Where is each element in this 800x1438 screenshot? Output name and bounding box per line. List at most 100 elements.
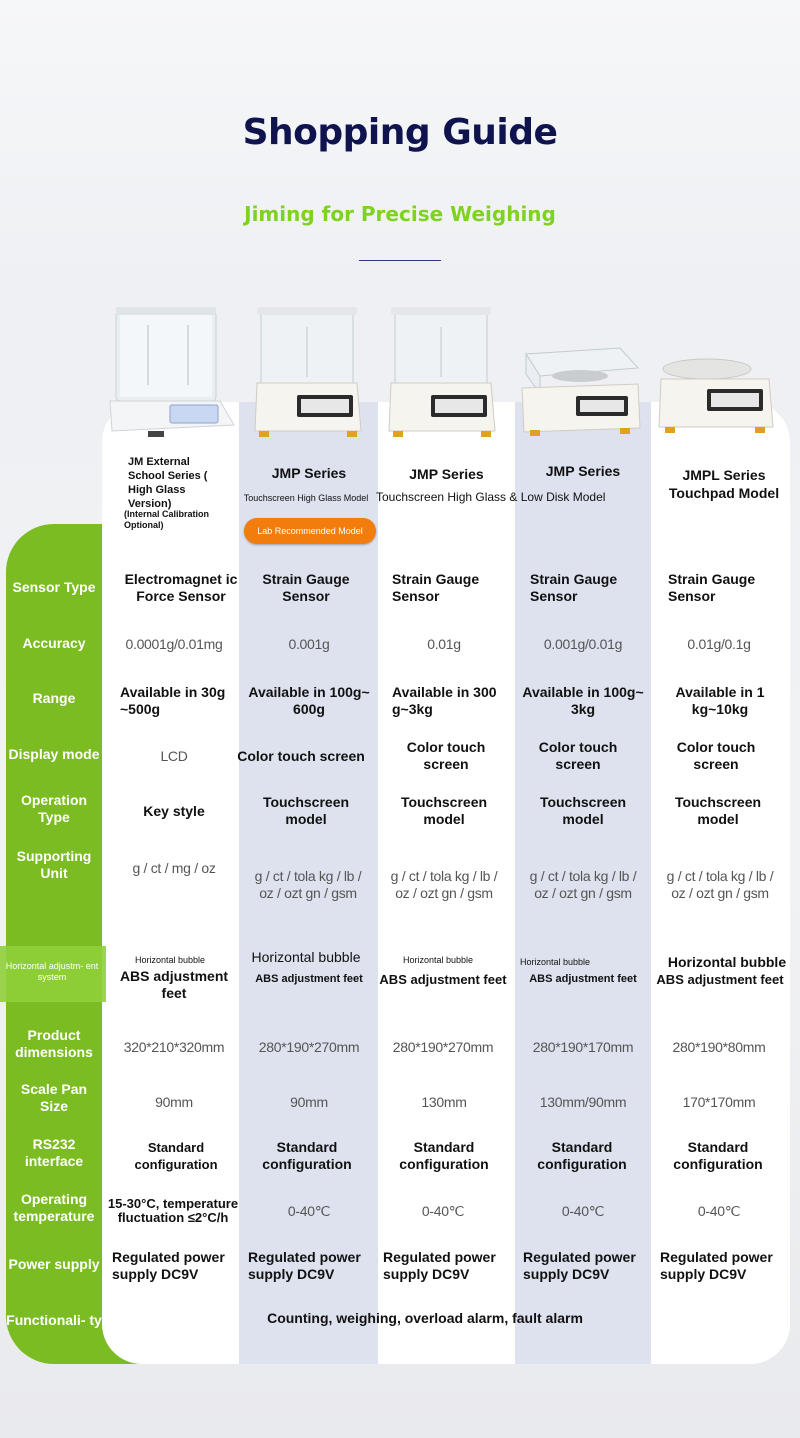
cell-pan-2: 90mm [290,1093,328,1110]
cell-unit-4: g / ct / tola kg / lb / oz / ozt gn / gs… [529,868,637,901]
cell-accuracy-4: 0.001g/0.01g [543,635,623,652]
touchscreen-balance-high-glass-icon [254,307,362,437]
cell-hadj-top-2: Horizontal bubble [251,948,361,965]
cell-temperature-1: 15-30°C, temperature fluctuation ≤2°C/h [107,1196,239,1225]
cell-dimensions-3: 280*190*270mm [392,1038,494,1055]
cell-unit-1: g / ct / mg / oz [132,859,216,876]
horizontal-adjust-label-band [0,946,106,1002]
cell-pan-5: 170*170mm [682,1093,756,1110]
cell-hadj-bottom-3: ABS adjustment feet [379,971,507,987]
product-name-3: JMP Series [409,466,484,482]
page-subtitle: Jiming for Precise Weighing [244,202,556,226]
cell-hadj-bottom-1: ABS adjustment feet [119,968,229,1001]
cell-temperature-5: 0-40℃ [697,1202,741,1219]
cell-temperature-2: 0-40℃ [287,1202,331,1219]
touchscreen-balance-low-glass-icon [521,347,641,436]
cell-rs232-1: Standard configuration [134,1140,218,1172]
cell-range-4: Available in 100g~ 3kg [522,684,644,717]
cell-dimensions-2: 280*190*270mm [258,1038,360,1055]
cell-display-3: Color touch screen [406,739,486,772]
cell-rs232-4: Standard configuration [537,1139,627,1172]
cell-power-5: Regulated power supply DC9V [660,1249,773,1282]
cell-rs232-5: Standard configuration [673,1139,763,1172]
cell-operation-3: Touchscreen model [400,794,488,827]
cell-hadj-bottom-2: ABS adjustment feet [255,972,363,985]
cell-operation-4: Touchscreen model [539,794,627,827]
touchpad-balance-icon [658,358,774,433]
cell-functionality: Counting, weighing, overload alarm, faul… [267,1310,583,1326]
product-note-1: (Internal Calibration Optional) [124,509,210,530]
cell-temperature-4: 0-40℃ [561,1202,605,1219]
cell-hadj-top-3: Horizontal bubble [402,954,474,965]
cell-range-5: Available in 1 kg~10kg [675,684,765,717]
cell-accuracy-3: 0.01g [427,635,461,652]
cell-pan-3: 130mm [421,1093,467,1110]
cell-power-3: Regulated power supply DC9V [383,1249,496,1282]
cell-accuracy-2: 0.001g [288,635,330,652]
row-label-supporting-unit: Supporting Unit [16,848,92,881]
column-shade-4 [515,402,651,1364]
row-label-rs232: RS232 interface [24,1136,84,1169]
touchscreen-balance-high-glass-icon [388,307,496,437]
cell-range-2: Available in 100g~ 600g [248,684,370,717]
cell-hadj-bottom-4: ABS adjustment feet [529,972,637,985]
product-name-4: JMP Series [545,463,621,479]
cell-unit-2: g / ct / tola kg / lb / oz / ozt gn / gs… [254,868,362,901]
cell-dimensions-4: 280*190*170mm [532,1038,634,1055]
cell-pan-1: 90mm [155,1093,193,1110]
cell-dimensions-5: 280*190*80mm [672,1038,766,1055]
cell-hadj-bottom-5: ABS adjustment feet [656,971,784,987]
cell-sensor-4: Strain Gauge Sensor [530,571,618,604]
column-1-face [102,524,239,1364]
product-note-3: Touchscreen High Glass & Low Disk Model [376,490,606,504]
cell-hadj-top-4: Horizontal bubble [520,956,591,967]
row-label-operating-temperature: Operating temperature [13,1191,95,1224]
cell-hadj-top-5: Horizontal bubble [667,953,787,970]
cell-operation-5: Touchscreen model [674,794,762,827]
cell-sensor-3: Strain Gauge Sensor [392,571,480,604]
cell-power-1: Regulated power supply DC9V [112,1249,225,1282]
product-name-5: JMPL Series [682,467,766,483]
row-label-sensor-type: Sensor Type [12,578,96,595]
cell-power-4: Regulated power supply DC9V [523,1249,636,1282]
row-label-range: Range [32,689,76,706]
product-name-1: JM External School Series ( High Glass V… [128,456,208,510]
cell-display-2: Color touch screen [237,747,365,764]
page-title: Shopping Guide [242,112,558,153]
row-label-accuracy: Accuracy [22,634,86,651]
cell-unit-5: g / ct / tola kg / lb / oz / ozt gn / gs… [666,868,774,901]
title-divider [359,260,441,261]
cell-dimensions-1: 320*210*320mm [123,1038,225,1055]
cell-range-1: Available in 30g ~500g [120,684,226,717]
row-label-product-dimensions: Product dimensions [15,1027,93,1060]
cell-sensor-2: Strain Gauge Sensor [262,571,350,604]
cell-rs232-3: Standard configuration [399,1139,489,1172]
lab-recommended-badge: Lab Recommended Model [244,518,376,544]
column-shade-2 [239,402,378,1364]
cell-power-2: Regulated power supply DC9V [248,1249,361,1282]
product-note-5: Touchpad Model [668,485,780,501]
cell-temperature-3: 0-40℃ [421,1202,465,1219]
row-label-functionality: Functionali- ty [6,1311,102,1328]
analytical-balance-icon [109,307,235,437]
cell-range-3: Available in 300 g~3kg [392,684,497,717]
row-label-power-supply: Power supply [8,1255,100,1272]
cell-sensor-5: Strain Gauge Sensor [668,571,756,604]
cell-accuracy-5: 0.01g/0.1g [687,635,751,652]
cell-hadj-top-1: Horizontal bubble [134,954,206,965]
cell-operation-2: Touchscreen model [262,794,350,827]
cell-display-4: Color touch screen [538,739,618,772]
row-label-operation-type: Operation Type [20,792,88,825]
product-name-2: JMP Series [271,465,347,481]
cell-pan-4: 130mm/90mm [539,1093,627,1110]
cell-rs232-2: Standard configuration [262,1139,352,1172]
row-label-display-mode: Display mode [8,745,100,762]
cell-display-5: Color touch screen [676,739,756,772]
cell-unit-3: g / ct / tola kg / lb / oz / ozt gn / gs… [390,868,498,901]
cell-operation-1: Key style [143,802,205,819]
product-note-2: Touchscreen High Glass Model [243,493,369,503]
cell-sensor-1: Electromagnet ic Force Sensor [124,571,238,604]
row-label-horizontal-adjustment: Horizontal adjustm- ent system [5,961,99,982]
cell-accuracy-1: 0.0001g/0.01mg [125,635,223,652]
row-label-scale-pan-size: Scale Pan Size [20,1081,88,1114]
